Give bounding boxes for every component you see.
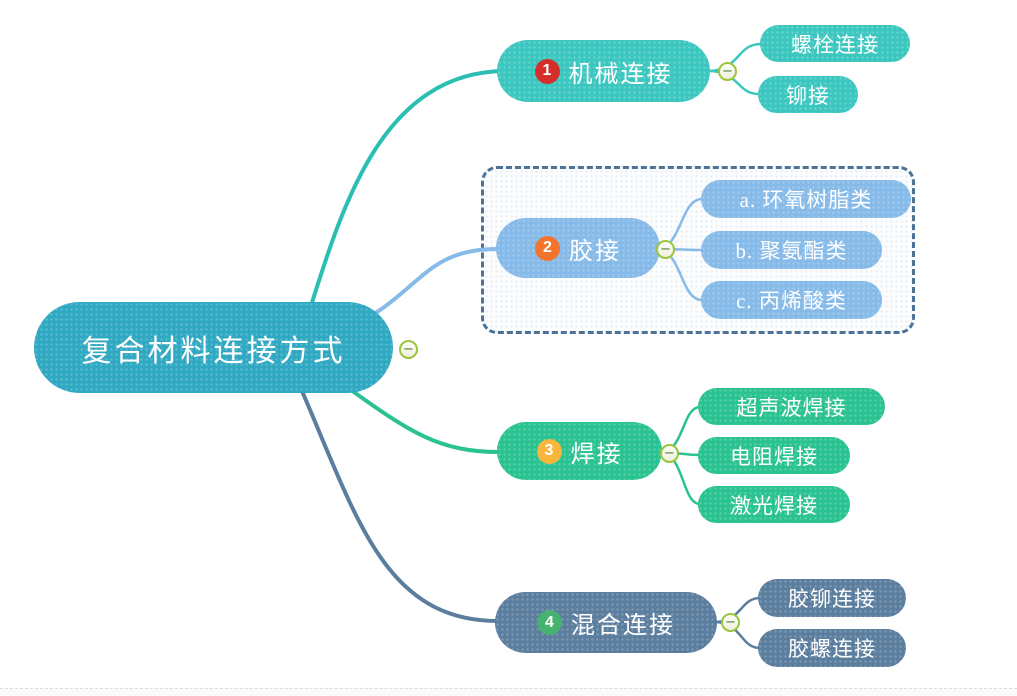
branch-label-welding: 焊接 bbox=[570, 441, 623, 468]
collapse-icon-mechanical[interactable]: − bbox=[718, 62, 737, 81]
subtopic-label: 超声波焊接 bbox=[736, 395, 847, 420]
subtopic-label: 铆接 bbox=[786, 83, 830, 108]
number-badge-4: 4 bbox=[537, 610, 562, 635]
collapse-icon-welding[interactable]: − bbox=[660, 444, 679, 463]
minus-glyph: − bbox=[664, 446, 675, 461]
minus-glyph: − bbox=[660, 242, 671, 257]
subtopic-polyurethane[interactable]: b. 聚氨酯类 bbox=[701, 231, 882, 269]
branch-topic-welding[interactable]: 3 焊接 bbox=[497, 422, 662, 480]
subtopic-laser-welding[interactable]: 激光焊接 bbox=[698, 486, 850, 523]
collapse-icon-root[interactable]: − bbox=[399, 340, 418, 359]
subtopic-resistance-welding[interactable]: 电阻焊接 bbox=[698, 437, 850, 474]
subtopic-epoxy-resin[interactable]: a. 环氧树脂类 bbox=[701, 180, 911, 218]
subtopic-label: 螺栓连接 bbox=[791, 32, 879, 57]
minus-glyph: − bbox=[725, 615, 736, 630]
branch-topic-mechanical[interactable]: 1 机械连接 bbox=[497, 40, 710, 102]
subtopic-label: a. 环氧树脂类 bbox=[739, 188, 873, 212]
branch-label-mechanical: 机械连接 bbox=[568, 61, 673, 88]
branch-topic-adhesive[interactable]: 2 胶接 bbox=[496, 218, 660, 278]
branch-label-hybrid: 混合连接 bbox=[571, 613, 675, 639]
subtopic-label: b. 聚氨酯类 bbox=[735, 239, 848, 263]
subtopic-ultrasonic-welding[interactable]: 超声波焊接 bbox=[698, 388, 885, 425]
subtopic-label: c. 丙烯酸类 bbox=[736, 289, 847, 313]
branch-label-adhesive: 胶接 bbox=[569, 238, 621, 265]
subtopic-acrylic[interactable]: c. 丙烯酸类 bbox=[701, 281, 882, 319]
edge-root-mechanical bbox=[298, 69, 507, 342]
subtopic-label: 激光焊接 bbox=[730, 493, 818, 518]
branch-topic-hybrid[interactable]: 4 混合连接 bbox=[495, 592, 717, 653]
canvas-bottom-edge bbox=[0, 688, 1017, 696]
subtopic-label: 胶铆连接 bbox=[788, 587, 876, 611]
number-badge-2: 2 bbox=[535, 235, 560, 261]
minus-glyph: − bbox=[403, 342, 414, 357]
subtopic-bond-rivet-connection[interactable]: 胶铆连接 bbox=[758, 579, 906, 617]
number-badge-1: 1 bbox=[534, 58, 560, 84]
collapse-icon-adhesive[interactable]: − bbox=[656, 240, 675, 259]
subtopic-bond-bolt-connection[interactable]: 胶螺连接 bbox=[758, 629, 906, 667]
root-topic[interactable]: 复合材料连接方式 bbox=[34, 302, 393, 393]
subtopic-riveting[interactable]: 铆接 bbox=[758, 76, 858, 113]
root-topic-label: 复合材料连接方式 bbox=[81, 334, 346, 368]
number-badge-3: 3 bbox=[536, 438, 562, 464]
edge-root-hybrid bbox=[293, 373, 500, 623]
subtopic-bolt-connection[interactable]: 螺栓连接 bbox=[760, 25, 910, 62]
minus-glyph: − bbox=[722, 64, 733, 79]
collapse-icon-hybrid[interactable]: − bbox=[721, 613, 740, 632]
subtopic-label: 胶螺连接 bbox=[788, 637, 876, 661]
subtopic-label: 电阻焊接 bbox=[730, 444, 818, 469]
